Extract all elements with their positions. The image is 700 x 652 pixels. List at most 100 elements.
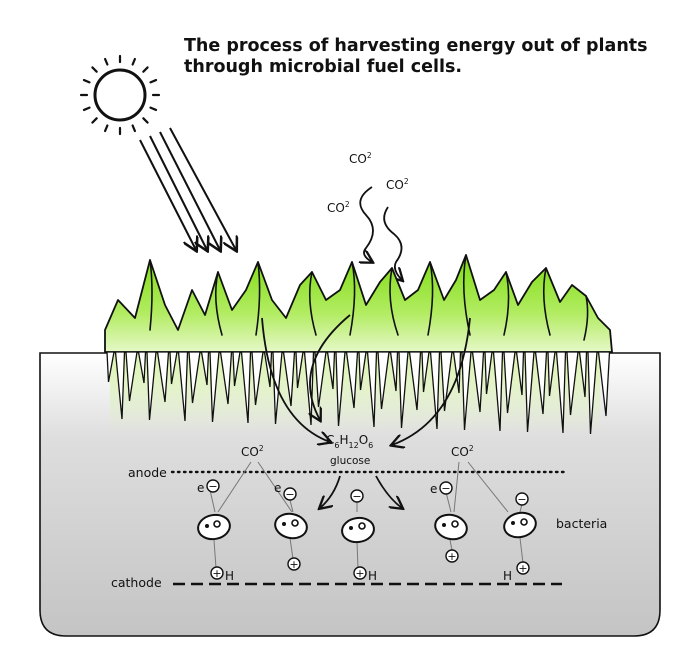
root bbox=[188, 351, 201, 404]
svg-text:CO2: CO2 bbox=[327, 200, 350, 215]
bacterium bbox=[503, 511, 537, 539]
root bbox=[106, 351, 115, 383]
bacterium bbox=[197, 513, 231, 541]
sun-ray bbox=[82, 78, 91, 84]
plant-frond bbox=[462, 254, 471, 336]
svg-text:−: − bbox=[352, 490, 361, 503]
sun-icon bbox=[79, 54, 161, 136]
root bbox=[219, 351, 233, 405]
plant-frond bbox=[149, 259, 153, 331]
svg-text:−: − bbox=[441, 482, 450, 495]
co2-label-mid: CO2 bbox=[386, 177, 409, 192]
svg-text:C6H12O6: C6H12O6 bbox=[326, 433, 373, 450]
root bbox=[461, 351, 472, 431]
sun-ray bbox=[142, 66, 149, 73]
co2-label-left: CO2 bbox=[327, 200, 350, 215]
root bbox=[251, 351, 264, 406]
bacteria-label: bacteria bbox=[556, 516, 607, 531]
plant-frond bbox=[308, 271, 317, 336]
root bbox=[578, 351, 588, 398]
sugar-transport-arrows bbox=[261, 314, 471, 508]
root bbox=[389, 351, 399, 392]
svg-text:e: e bbox=[430, 482, 437, 496]
plant-frond bbox=[255, 261, 261, 336]
root bbox=[597, 351, 611, 417]
svg-text:+: + bbox=[355, 567, 364, 580]
plant-frond bbox=[503, 271, 510, 336]
sun-ray bbox=[131, 57, 137, 66]
electron-2: e − bbox=[274, 481, 297, 501]
root bbox=[366, 351, 378, 428]
proton-2: + bbox=[287, 557, 301, 571]
svg-text:−: − bbox=[285, 488, 294, 501]
root bbox=[452, 351, 462, 394]
svg-text:−: − bbox=[208, 480, 217, 493]
root bbox=[440, 351, 453, 412]
svg-text:CO2: CO2 bbox=[386, 177, 409, 192]
root bbox=[524, 351, 535, 433]
sun-ray bbox=[149, 106, 158, 112]
svg-text:+: + bbox=[289, 558, 298, 571]
cathode-label: cathode bbox=[111, 575, 162, 590]
root bbox=[282, 351, 296, 407]
root bbox=[377, 351, 390, 410]
root bbox=[587, 351, 598, 435]
root bbox=[421, 351, 430, 393]
root bbox=[429, 351, 441, 430]
glucose-label: glucose bbox=[330, 455, 370, 467]
svg-text:H: H bbox=[503, 569, 512, 583]
root bbox=[125, 351, 138, 402]
plant-layer bbox=[104, 254, 613, 353]
root bbox=[295, 351, 304, 389]
plant-frond bbox=[427, 261, 434, 336]
co2-intake-arrows bbox=[360, 186, 402, 280]
svg-text:H: H bbox=[368, 569, 377, 583]
plant-roots bbox=[106, 351, 611, 435]
root bbox=[484, 351, 493, 395]
root bbox=[156, 351, 170, 403]
root bbox=[555, 351, 567, 434]
svg-text:e: e bbox=[274, 481, 281, 495]
bacterium bbox=[274, 512, 308, 540]
sun-ray bbox=[103, 124, 109, 133]
electron-1: e − bbox=[197, 479, 220, 495]
svg-text:CO2: CO2 bbox=[241, 444, 264, 459]
glucose-formula: C6H12O6 bbox=[326, 433, 373, 450]
svg-text:−: − bbox=[517, 493, 526, 506]
root bbox=[492, 351, 504, 432]
bacteria-connectors bbox=[209, 461, 524, 569]
root bbox=[146, 351, 157, 421]
sun-ray bbox=[91, 117, 98, 124]
proton-1: + H bbox=[210, 566, 234, 583]
proton-5: H + bbox=[503, 561, 530, 583]
co2-label-soil-right: CO2 bbox=[451, 444, 474, 459]
root bbox=[169, 351, 178, 385]
sun-ray bbox=[91, 66, 98, 73]
sun-ray bbox=[82, 106, 91, 112]
bacterium bbox=[434, 513, 468, 541]
root bbox=[547, 351, 556, 397]
plant-frond bbox=[349, 261, 356, 336]
svg-text:e: e bbox=[197, 481, 204, 495]
root bbox=[398, 351, 409, 429]
root bbox=[326, 351, 336, 390]
root bbox=[240, 351, 252, 424]
root bbox=[503, 351, 516, 414]
root bbox=[471, 351, 485, 413]
root bbox=[137, 351, 147, 384]
co2-label-top: CO2 bbox=[349, 151, 372, 166]
bacterium bbox=[341, 516, 375, 544]
root bbox=[345, 351, 359, 409]
sun-ray bbox=[142, 117, 149, 124]
root bbox=[566, 351, 579, 416]
plant-frond bbox=[542, 267, 551, 336]
root bbox=[114, 351, 126, 420]
root bbox=[232, 351, 241, 387]
electron-3: − bbox=[350, 489, 364, 503]
root bbox=[408, 351, 422, 411]
anode-label: anode bbox=[128, 465, 167, 480]
plant-frond bbox=[389, 267, 399, 336]
root bbox=[200, 351, 210, 386]
svg-text:H: H bbox=[225, 569, 234, 583]
